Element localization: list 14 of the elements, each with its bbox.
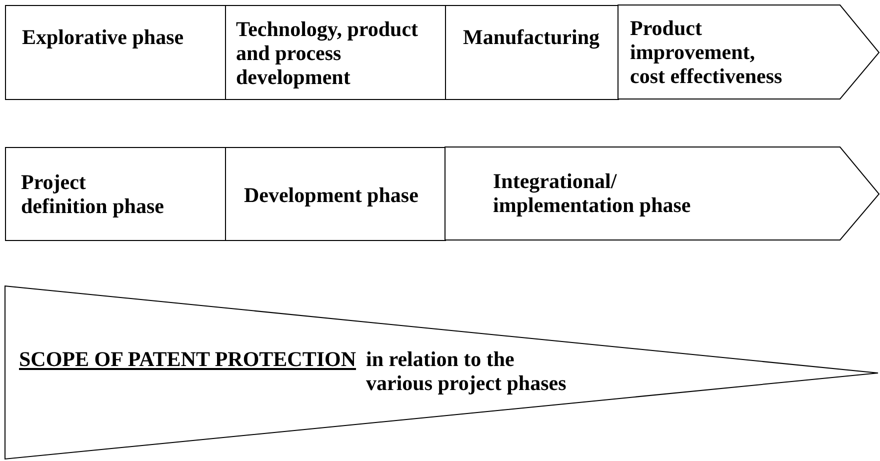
phase-box [445,5,619,100]
phase-label: Manufacturing [463,25,600,49]
phase-label: Explorative phase [22,25,184,49]
phase-label: Integrational/ implementation phase [493,169,692,217]
phase-label: Development phase [244,183,418,207]
phase-box [5,5,226,100]
phase-box [225,5,446,100]
phase-label: Product improvement, cost effectiveness [630,16,784,88]
scope-text: in relation to the various project phases [366,347,568,395]
scope-heading: SCOPE OF PATENT PROTECTION [19,347,356,371]
phase-label: Project definition phase [21,170,165,218]
phase-box [225,147,446,241]
phase-box [5,147,226,241]
phase-label: Technology, product and process development [236,17,420,89]
